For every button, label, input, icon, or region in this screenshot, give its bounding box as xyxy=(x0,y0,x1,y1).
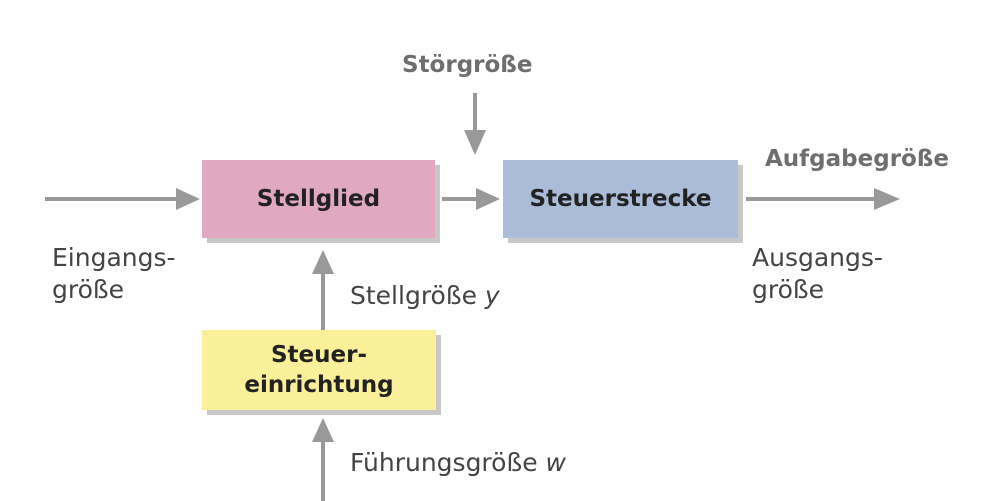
controller-label: Steuer- einrichtung xyxy=(244,342,394,398)
controlled-system-block: Steuerstrecke xyxy=(503,160,738,238)
input-label: Eingangs- größe xyxy=(52,243,176,304)
manipulated-symbol: y xyxy=(484,281,500,310)
arrowhead xyxy=(176,188,200,210)
manipulated-variable-label: Stellgröße y xyxy=(350,280,500,312)
actuator-block: Stellglied xyxy=(202,160,435,238)
arrowhead xyxy=(464,130,486,155)
controlled-system-label: Steuerstrecke xyxy=(529,186,712,212)
output-label: Ausgangs- größe xyxy=(752,243,883,304)
arrowhead xyxy=(312,250,334,274)
controller-block: Steuer- einrichtung xyxy=(202,330,436,410)
arrowhead xyxy=(476,188,500,210)
task-variable-label: Aufgabegröße xyxy=(765,146,949,172)
arrowhead xyxy=(874,188,900,210)
actuator-label: Stellglied xyxy=(256,186,381,212)
reference-variable-label: Führungsgröße w xyxy=(350,447,566,479)
arrowhead xyxy=(312,418,334,442)
disturbance-label: Störgröße xyxy=(402,52,533,78)
manipulated-text: Stellgröße xyxy=(350,281,477,310)
reference-symbol: w xyxy=(545,448,566,477)
reference-text: Führungsgröße xyxy=(350,448,538,477)
